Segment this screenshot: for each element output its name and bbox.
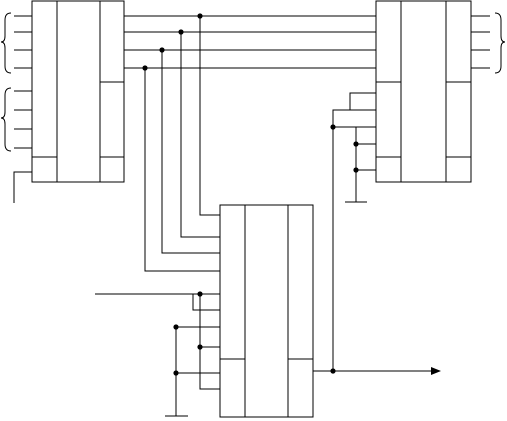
chip-b-body [375, 0, 472, 183]
left-brace-bottom [0, 87, 12, 152]
junction-dot [330, 368, 336, 374]
chip-a [31, 0, 125, 183]
chip-c-body [219, 204, 314, 418]
junction-dot [173, 370, 179, 376]
chip-c-control-inputs [95, 291, 220, 417]
data-bus [124, 13, 376, 272]
feedback-wire [332, 109, 343, 371]
junction-dot [330, 124, 336, 130]
control-wire [349, 92, 376, 111]
junction-dot [178, 29, 184, 35]
output [313, 367, 441, 375]
junction-dot [353, 167, 359, 173]
junction-dot [197, 344, 203, 350]
bus-tap-4 [144, 68, 220, 272]
chip-a-input-pins [13, 15, 32, 203]
junction-dot [353, 141, 359, 147]
chip-a-body [31, 0, 125, 183]
junction-dot [142, 65, 148, 71]
chip-c [219, 204, 314, 418]
junction-dot [197, 13, 203, 19]
bus-tap-3 [161, 50, 220, 254]
right-brace [494, 12, 506, 74]
bus-tap-1 [199, 16, 220, 216]
control-wire [199, 294, 220, 390]
junction-dot [159, 47, 165, 53]
chip-b-control-inputs [333, 92, 376, 203]
chip-b [375, 0, 472, 183]
bus-tap-2 [180, 32, 220, 238]
control-wire [192, 294, 220, 311]
chip-b-output-pins [471, 15, 490, 69]
output-arrow [431, 367, 441, 375]
junction-dot [173, 324, 179, 330]
input-pin-bent [13, 171, 32, 203]
left-brace-top [0, 12, 12, 74]
